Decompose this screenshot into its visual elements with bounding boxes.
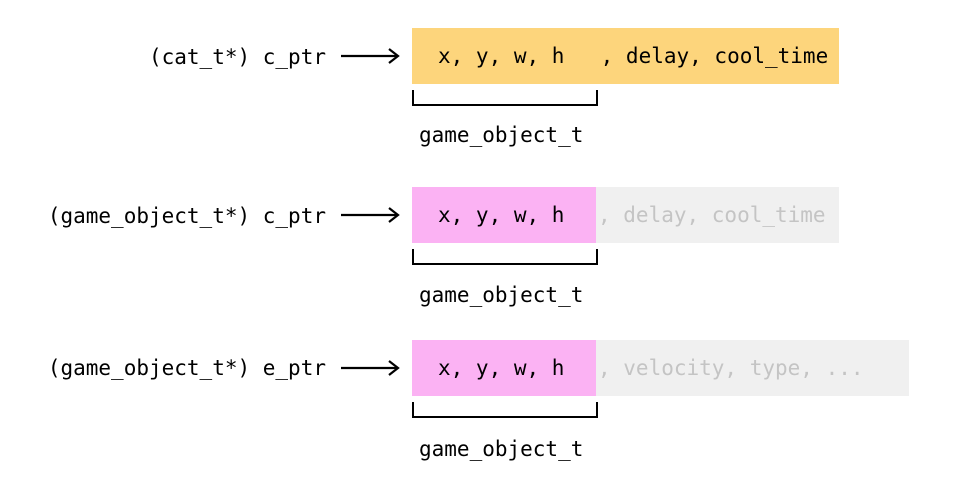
struct-highlight — [412, 28, 839, 84]
struct-memory-block: x, y, w, h , delay, cool_time — [412, 28, 839, 84]
pointer-label: (cat_t*) c_ptr — [148, 45, 326, 69]
bracket-label: game_object_t — [419, 283, 584, 307]
arrow-right-icon — [341, 360, 400, 376]
bracket-marker — [412, 249, 598, 265]
bracket-marker — [412, 402, 598, 418]
arrow-right-icon — [341, 207, 400, 223]
base-fields-text: x, y, w, h — [438, 356, 565, 380]
pointer-label: (game_object_t*) e_ptr — [47, 356, 326, 380]
hidden-fields-region — [596, 187, 839, 243]
arrow-right-icon — [341, 48, 400, 64]
extra-fields-text: , delay, cool_time — [588, 44, 829, 68]
struct-memory-block: x, y, w, h , delay, cool_time — [412, 187, 839, 243]
base-fields-text: x, y, w, h — [438, 203, 565, 227]
base-fields-text: x, y, w, h — [438, 44, 565, 68]
struct-highlight — [412, 340, 596, 396]
hidden-fields-region — [596, 340, 909, 396]
bracket-marker — [412, 90, 598, 106]
pointer-label: (game_object_t*) c_ptr — [47, 204, 326, 228]
bracket-label: game_object_t — [419, 437, 584, 461]
extra-fields-text: , delay, cool_time — [598, 203, 826, 227]
struct-highlight — [412, 187, 596, 243]
bracket-label: game_object_t — [419, 123, 584, 147]
struct-memory-block: x, y, w, h , velocity, type, ... — [412, 340, 909, 396]
extra-fields-text: , velocity, type, ... — [598, 356, 864, 380]
